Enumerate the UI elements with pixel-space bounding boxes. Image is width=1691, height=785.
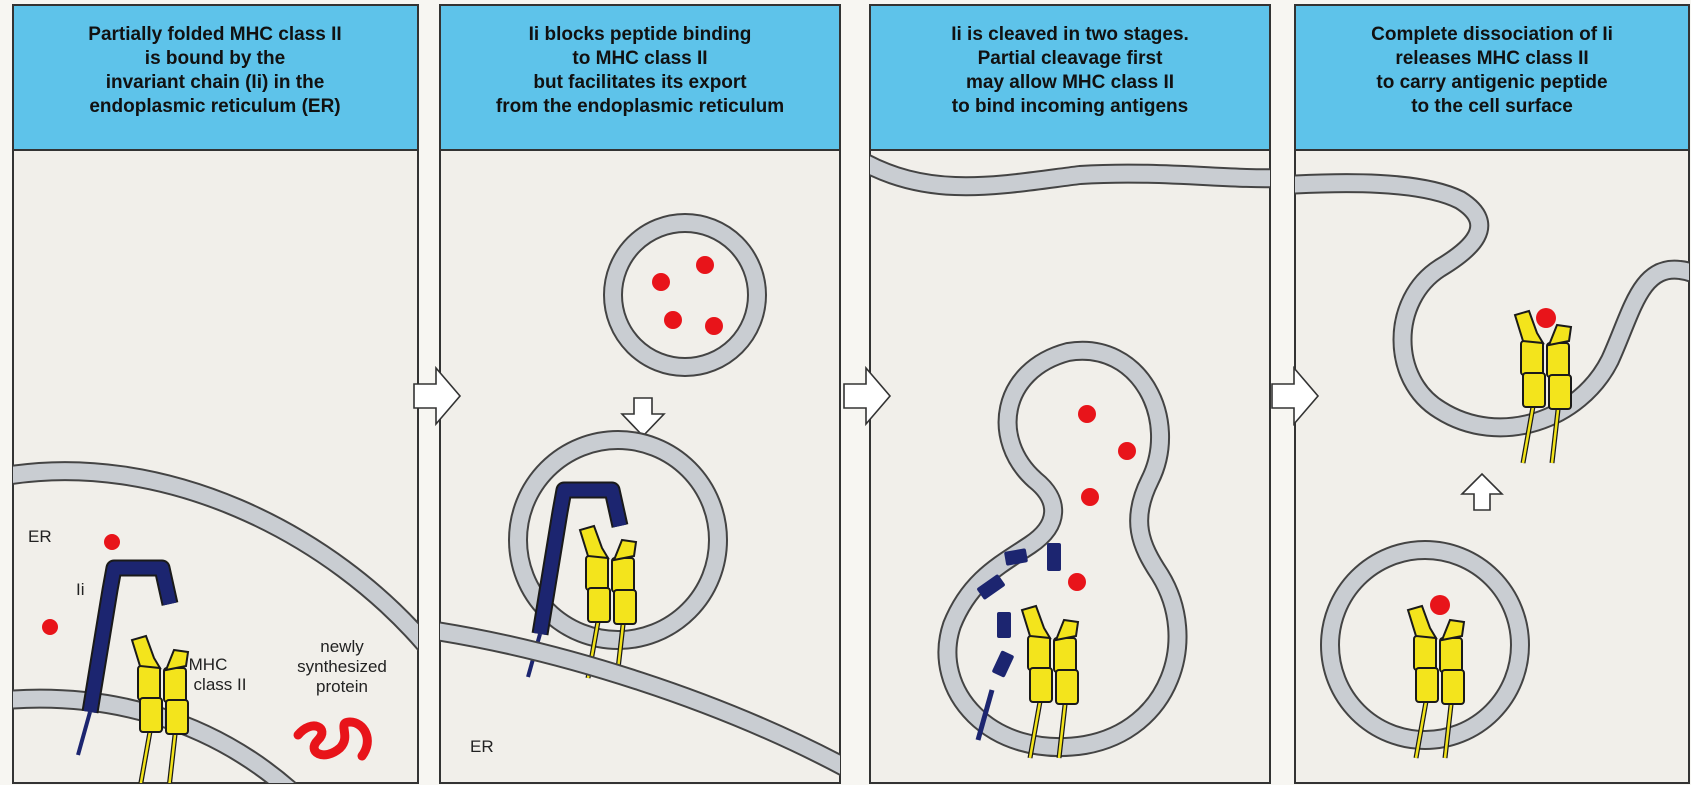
ii-label: Ii: [76, 580, 85, 599]
svg-text:but facilitates its export: but facilitates its export: [533, 72, 747, 93]
peptide: [1068, 573, 1086, 591]
peptide: [1078, 405, 1096, 423]
svg-text:to bind incoming antigens: to bind incoming antigens: [952, 96, 1188, 117]
peptide: [1081, 488, 1099, 506]
panel-2: ER: [430, 5, 850, 783]
panel-1: ER Ii MHC class II newly synthesized pro…: [5, 5, 430, 785]
antigenic-peptide: [1430, 595, 1450, 615]
svg-text:Ii is cleaved in two stages.: Ii is cleaved in two stages.: [951, 24, 1189, 45]
svg-text:may allow MHC class II: may allow MHC class II: [966, 72, 1174, 93]
svg-text:from the endoplasmic reticulum: from the endoplasmic reticulum: [496, 96, 784, 117]
peptide: [696, 256, 714, 274]
svg-text:endoplasmic reticulum (ER): endoplasmic reticulum (ER): [89, 96, 340, 117]
ii-fragment: [997, 612, 1011, 638]
svg-text:to the cell surface: to the cell surface: [1411, 96, 1573, 117]
svg-text:to MHC class II: to MHC class II: [572, 48, 707, 69]
svg-text:invariant chain (Ii) in the: invariant chain (Ii) in the: [106, 72, 325, 93]
protein-label-line2: synthesized: [297, 657, 387, 676]
svg-text:to carry antigenic peptide: to carry antigenic peptide: [1376, 72, 1607, 93]
svg-text:Ii blocks peptide binding: Ii blocks peptide binding: [529, 24, 752, 45]
svg-text:releases MHC class II: releases MHC class II: [1395, 48, 1588, 69]
mhc-label-line1: MHC: [189, 655, 228, 674]
er-label: ER: [28, 527, 52, 546]
svg-text:Partial cleavage first: Partial cleavage first: [978, 48, 1163, 69]
er-label: ER: [470, 737, 494, 756]
svg-text:is bound by the: is bound by the: [145, 48, 285, 69]
svg-text:Complete dissociation of Ii: Complete dissociation of Ii: [1371, 24, 1613, 45]
peptide: [42, 619, 58, 635]
ii-fragment: [1047, 543, 1061, 571]
peptide: [104, 534, 120, 550]
panel-3: [860, 5, 1280, 783]
protein-label-line3: protein: [316, 677, 368, 696]
peptide: [664, 311, 682, 329]
peptide: [705, 317, 723, 335]
panel-4: [1285, 5, 1691, 783]
antigenic-peptide: [1536, 308, 1556, 328]
svg-text:Partially folded MHC class II: Partially folded MHC class II: [88, 24, 341, 45]
peptide: [652, 273, 670, 291]
protein-label-line1: newly: [320, 637, 364, 656]
mhc-label-line2: class II: [194, 675, 247, 694]
peptide: [1118, 442, 1136, 460]
